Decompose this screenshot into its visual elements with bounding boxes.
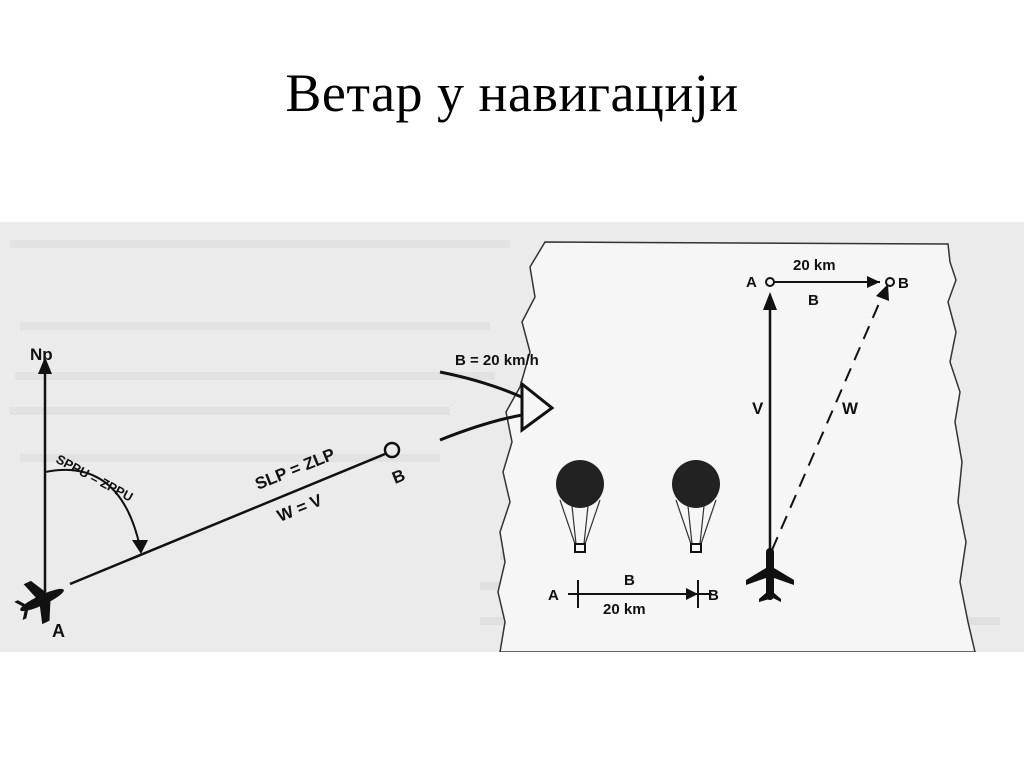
right-drift-letter: B	[808, 292, 819, 309]
heading-arc	[44, 468, 141, 548]
scanned-figure: Np SPPU = ZPPU SLP = ZLP W = V B A B = 2…	[0, 222, 1024, 652]
drift-start-label: A	[548, 587, 559, 604]
right-diagram: A B 20 km B V W	[746, 257, 909, 602]
drift-end-label: B	[708, 587, 719, 604]
airspeed-label: V	[752, 399, 764, 418]
wind-label: B = 20 km/h	[455, 352, 539, 369]
groundspeed-label: W	[842, 399, 859, 418]
drift-arrowhead	[686, 588, 698, 600]
airplane-icon	[746, 548, 794, 602]
airspeed-arrowhead	[763, 292, 777, 310]
point-a-label: A	[52, 621, 65, 641]
drift-letter: B	[624, 572, 635, 589]
paper-panel	[497, 241, 976, 652]
right-drift-arrowhead	[867, 276, 880, 288]
balloon-icon	[556, 460, 604, 553]
middle-diagram: B = 20 km/h A B B 20 km	[439, 352, 720, 618]
right-drift-distance: 20 km	[793, 257, 836, 274]
groundspeed-vector	[771, 291, 885, 551]
left-diagram: Np SPPU = ZPPU SLP = ZLP W = V B A	[14, 345, 408, 641]
groundspeed-arrowhead	[876, 284, 889, 301]
track-line	[69, 452, 386, 586]
right-end-marker	[885, 277, 895, 287]
heading-arc-arrowhead	[132, 540, 148, 554]
track-label: SLP = ZLP	[252, 445, 337, 494]
north-label: Np	[30, 345, 53, 364]
right-end-label: B	[898, 275, 909, 292]
point-b-label: B	[389, 465, 408, 487]
drift-distance: 20 km	[603, 601, 646, 618]
point-b-marker	[383, 441, 401, 459]
balloon-icon	[672, 460, 720, 553]
wind-arrow-icon	[439, 370, 555, 442]
page-title: Ветар у навигацији	[285, 63, 739, 123]
right-start-label: A	[746, 274, 757, 291]
north-arrow-icon	[38, 357, 52, 592]
airplane-icon	[14, 580, 64, 625]
